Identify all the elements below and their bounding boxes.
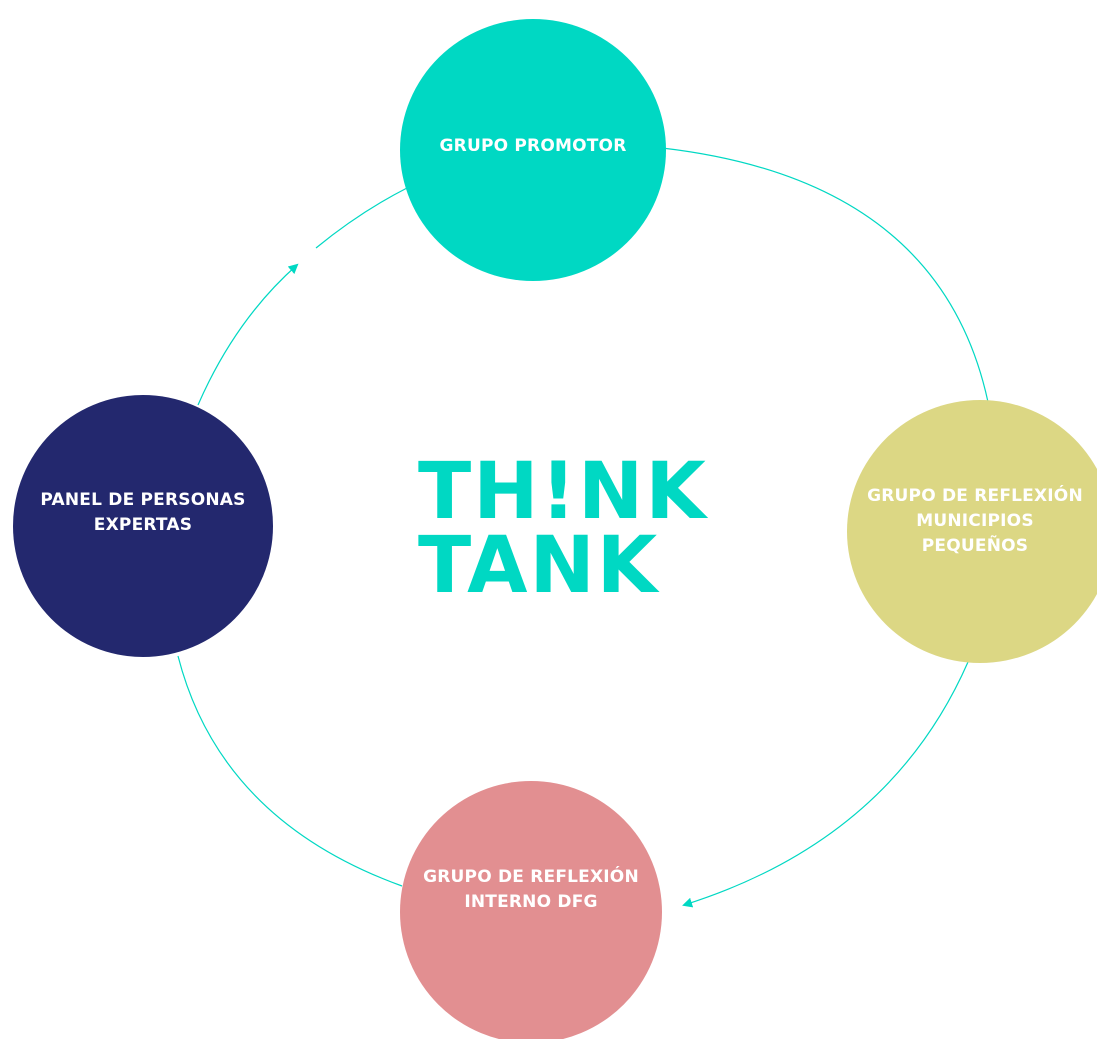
logo-line-tank: TANK bbox=[418, 521, 660, 611]
node-grupo-promotor: GRUPO PROMOTOR bbox=[400, 19, 666, 281]
think-tank-logo: TH!NK TANK bbox=[418, 447, 738, 611]
node-grupo-reflexion-municipios: GRUPO DE REFLEXIÓN MUNICIPIOS PEQUEÑOS bbox=[847, 400, 1097, 663]
node-label-grupo-promotor: GRUPO PROMOTOR bbox=[439, 135, 627, 156]
node-panel-personas-expertas: PANEL DE PERSONAS EXPERTAS bbox=[13, 395, 273, 657]
logo-line-think: TH!NK bbox=[418, 447, 708, 537]
connector-panel-to-promotor-tail bbox=[315, 187, 408, 249]
connector-panel-to-promotor bbox=[197, 263, 299, 406]
connector-municipios-to-interno bbox=[682, 661, 969, 908]
node-label-panel-personas-expertas: PANEL DE PERSONAS EXPERTAS bbox=[40, 490, 246, 535]
connector-promotor-to-municipios bbox=[661, 147, 989, 403]
node-label-grupo-reflexion-municipios: GRUPO DE REFLEXIÓN MUNICIPIOS PEQUEÑOS bbox=[867, 486, 1083, 556]
node-grupo-reflexion-interno-dfg: GRUPO DE REFLEXIÓN INTERNO DFG bbox=[400, 781, 662, 1039]
node-label-grupo-reflexion-interno-dfg: GRUPO DE REFLEXIÓN INTERNO DFG bbox=[423, 867, 639, 912]
connector-interno-to-panel bbox=[177, 655, 403, 887]
